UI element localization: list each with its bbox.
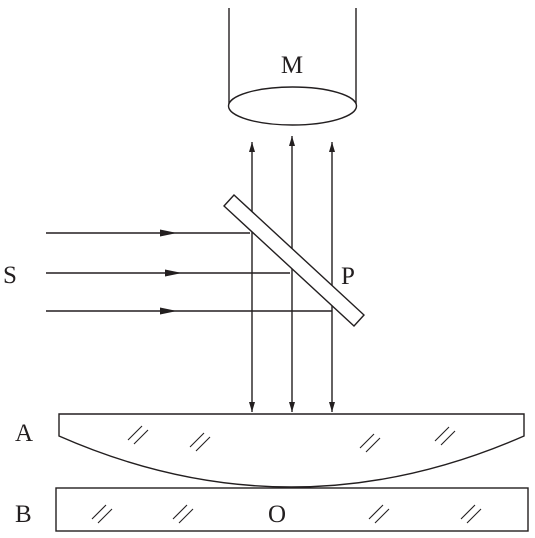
label-o: O xyxy=(268,501,286,528)
microscope xyxy=(227,8,358,126)
label-p: P xyxy=(341,263,355,290)
lens-a-hatches xyxy=(127,425,456,453)
arrowhead-middle xyxy=(165,269,182,277)
label-m: M xyxy=(281,52,303,79)
arrowhead-bottom xyxy=(160,307,177,315)
lens-a xyxy=(58,413,525,488)
half-silvered-plate xyxy=(223,194,365,327)
incident-rays xyxy=(46,229,332,315)
label-s: S xyxy=(3,262,17,289)
objective-lens xyxy=(227,86,358,126)
flat-glass-b xyxy=(55,487,529,532)
flat-glass-b-hatches xyxy=(91,504,482,524)
arrowhead-top xyxy=(160,229,177,237)
vertical-rays xyxy=(249,136,335,412)
label-b: B xyxy=(15,501,32,528)
label-a: A xyxy=(15,420,33,447)
